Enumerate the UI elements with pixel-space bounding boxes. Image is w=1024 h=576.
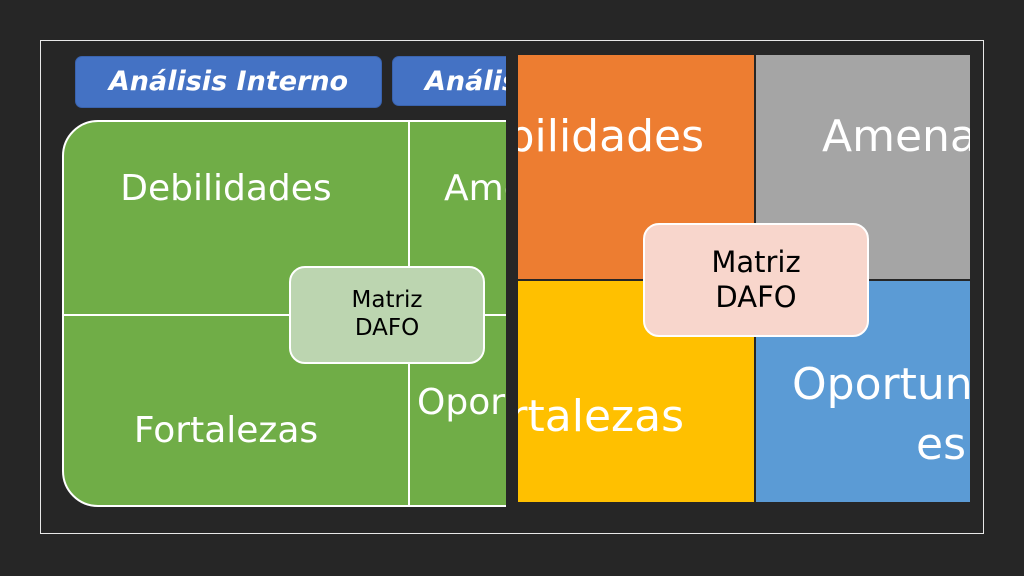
right-dafo-diagram: Debilidades Amenazas Fortalezas Oportuni… [518,55,970,502]
quadrant-label: Amenazas [822,111,970,162]
center-line-1: Matriz [351,287,423,314]
center-line-1: Matriz [711,245,801,280]
quadrant-amenazas: Amenazas [444,168,506,209]
quadrant-label: Fortalezas [518,391,684,442]
quadrant-label-line-2: es [916,419,966,470]
quadrant-debilidades: Debilidades [518,55,754,279]
slide-frame [40,40,984,534]
tab-analisis-externo[interactable]: Análisis Externo [392,56,506,106]
tab-analisis-interno[interactable]: Análisis Interno [75,56,382,108]
quadrant-fortalezas: Fortalezas [133,410,319,451]
quadrant-oportunidades: Oportunidades [417,382,506,423]
quadrant-debilidades: Debilidades [120,168,332,209]
center-line-2: DAFO [715,280,797,314]
quadrant-label: Debilidades [518,111,704,162]
center-line-2: DAFO [354,315,420,341]
center-label-matriz-dafo: Matriz DAFO [289,266,485,364]
center-label-matriz-dafo: Matriz DAFO [643,223,869,337]
left-dafo-diagram: Análisis Interno Análisis Externo Debili… [41,41,506,533]
dafo-panel: Debilidades Amenazas Fortalezas Oportuni… [62,120,506,507]
quadrant-label-line-1: Oportunidad [792,359,970,410]
divider-horizontal [64,314,506,316]
